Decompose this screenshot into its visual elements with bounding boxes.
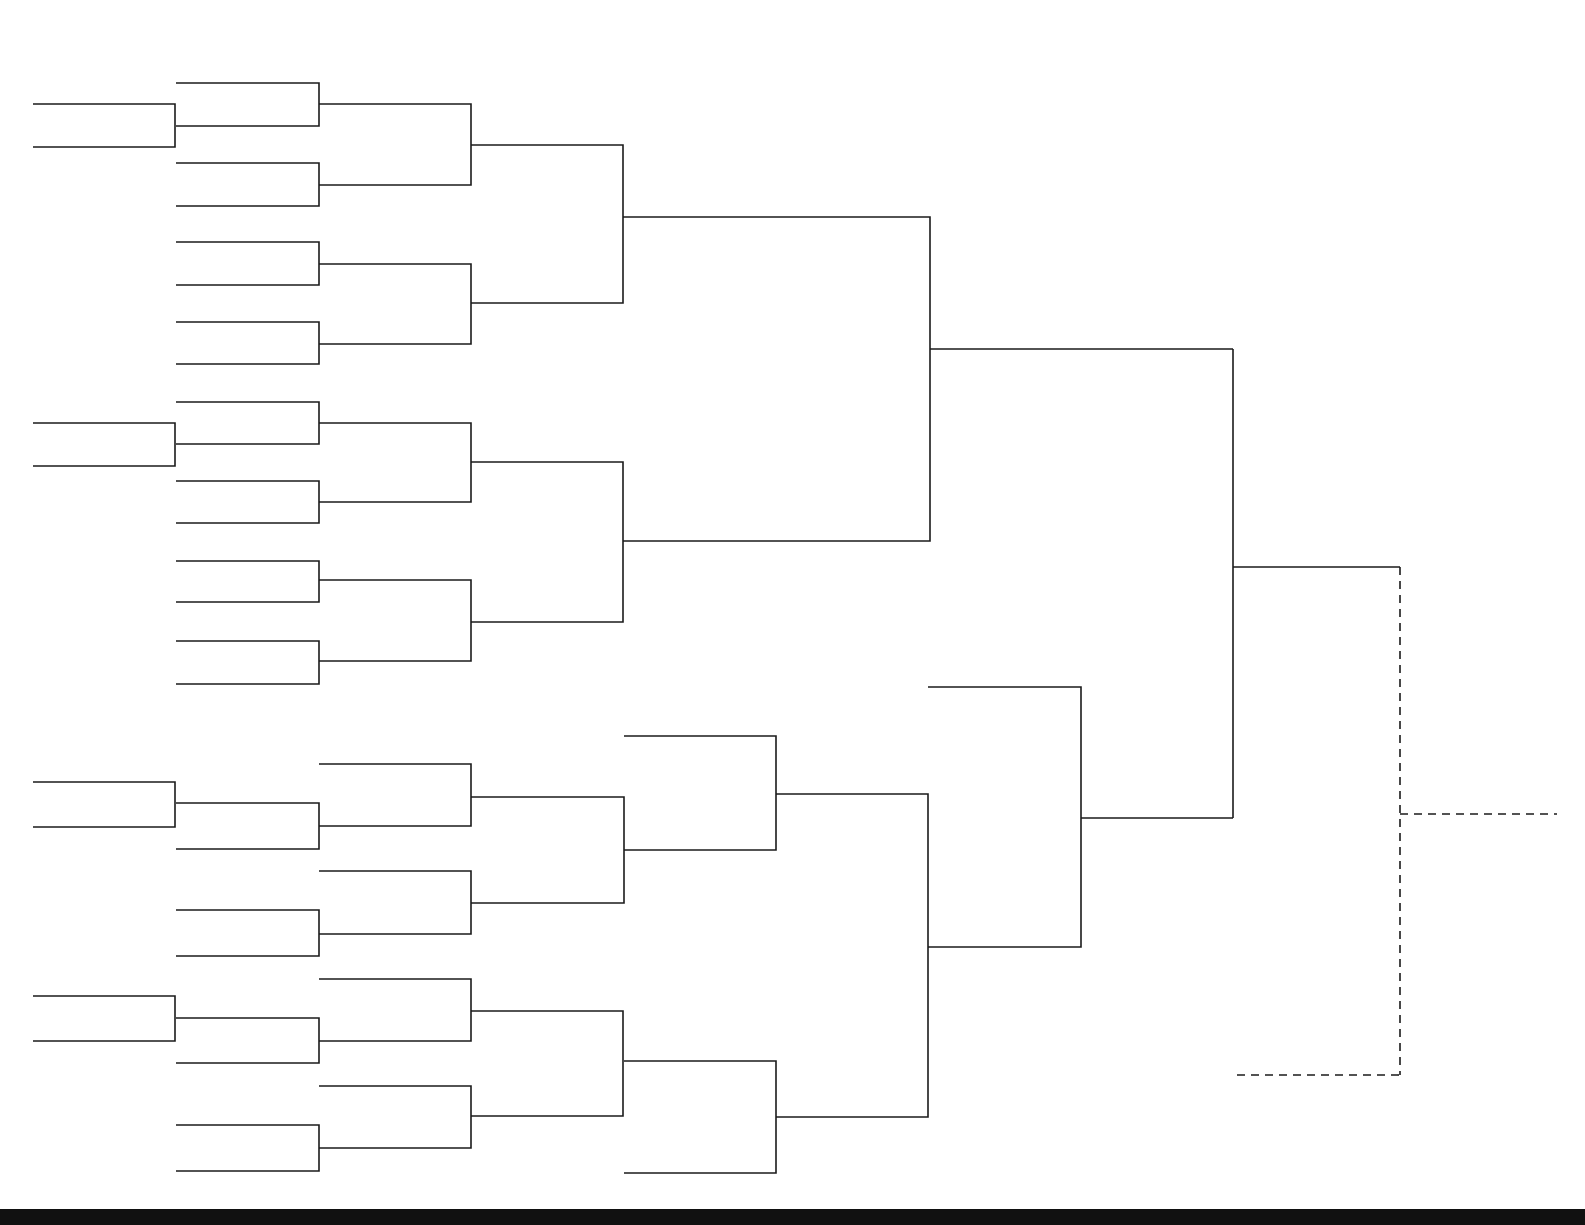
winners-round1-match: [176, 401, 320, 445]
winners-round1-match: [176, 480, 320, 524]
losers-round3-match: [471, 796, 625, 904]
winners-semifinal-match: [623, 216, 931, 542]
losers-round4-match: [624, 1060, 777, 1174]
winners-round1-match: [176, 560, 320, 603]
losers-round4-match: [624, 735, 777, 851]
winners-round2-match: [319, 422, 472, 503]
losers-round5-match: [776, 793, 929, 1118]
losers-round2-match: [319, 870, 472, 935]
bottom-border: [0, 1209, 1585, 1225]
winners-round2-match: [319, 103, 472, 186]
losers-playin-match: [33, 995, 176, 1042]
winners-round1-match: [176, 82, 320, 127]
losers-round2-match: [319, 763, 472, 827]
winners-round1-match: [176, 162, 320, 207]
winners-round1-match: [176, 321, 320, 365]
winners-round1-match: [176, 241, 320, 286]
winners-round3-match: [471, 461, 624, 623]
winners-round3-match: [471, 144, 624, 304]
losers-round2-match: [319, 978, 472, 1042]
losers-round6-match: [928, 686, 1082, 948]
winners-round1-match: [176, 640, 320, 685]
losers-round2-match: [319, 1085, 472, 1149]
losers-round1-match: [176, 1124, 320, 1172]
losers-playin-match: [33, 781, 176, 828]
losers-round3-match: [471, 1010, 624, 1117]
winners-playin-match: [33, 103, 176, 148]
winners-playin-match: [33, 422, 176, 467]
winners-round2-match: [319, 579, 472, 662]
losers-round1-match: [176, 1017, 320, 1064]
losers-round1-match: [176, 909, 320, 957]
losers-round1-match: [176, 802, 320, 850]
winners-round2-match: [319, 263, 472, 345]
